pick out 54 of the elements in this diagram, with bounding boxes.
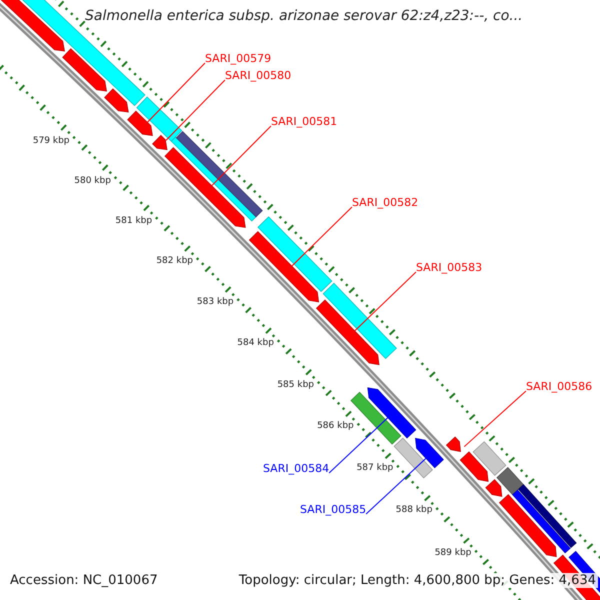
scale-label: 580 kbp <box>74 176 111 186</box>
scale-label: 583 kbp <box>196 297 234 308</box>
gene-block <box>127 110 153 136</box>
leader-line <box>146 62 206 123</box>
gene-label: SARI_00585 <box>300 503 366 516</box>
gene-block <box>62 48 107 92</box>
diagram-title: Salmonella enterica subsp. arizonae serovar 62:z4,z23:--, co... <box>85 8 523 24</box>
gene-label: SARI_00584 <box>263 462 330 475</box>
leader-line <box>464 390 526 448</box>
gene-block <box>248 231 320 302</box>
gene-label: SARI_00586 <box>526 380 592 393</box>
gene-bar <box>136 96 182 142</box>
scale-label: 589 kbp <box>434 548 472 558</box>
scale-label: 579 kbp <box>32 136 70 146</box>
gene-bar <box>472 441 506 476</box>
gene-block <box>485 479 502 497</box>
gene-bar <box>394 438 433 478</box>
scale-label: 585 kbp <box>277 380 314 390</box>
gene-bar <box>176 130 263 218</box>
leader-line <box>354 272 416 332</box>
gene-bar <box>257 216 332 292</box>
gene-label: SARI_00579 <box>205 52 272 65</box>
leader-line <box>328 417 388 474</box>
gene-block <box>415 438 444 468</box>
gene-bar <box>512 490 571 554</box>
gene-label: SARI_00582 <box>352 196 418 209</box>
leader-line <box>366 458 426 514</box>
scale-label: 584 kbp <box>237 338 274 348</box>
gene-block <box>152 134 168 150</box>
gene-block <box>460 451 489 482</box>
gene-block <box>553 554 600 600</box>
leader-line <box>211 126 272 186</box>
gene-block <box>498 494 557 558</box>
gene-bar <box>496 466 524 496</box>
scale-label: 581 kbp <box>115 216 152 226</box>
scale-label: 586 kbp <box>317 421 354 432</box>
scale-label: 582 kbp <box>156 256 193 266</box>
gene-block <box>164 147 246 228</box>
leader-line <box>291 206 352 266</box>
genome-summary-text: Topology: circular; Length: 4,600,800 bp; Genes: 4,634 <box>236 573 598 588</box>
gene-block <box>104 88 129 112</box>
accession-text: Accession: NC_010067 <box>8 573 160 588</box>
gene-bar <box>170 136 256 222</box>
gene-block <box>316 299 380 366</box>
scale-label: 587 kbp <box>356 463 394 474</box>
gene-bar <box>322 282 397 360</box>
gene-label: SARI_00580 <box>225 69 292 82</box>
gene-label: SARI_00583 <box>416 261 482 274</box>
gene-label: SARI_00581 <box>271 115 338 128</box>
scale-label: 588 kbp <box>396 505 432 516</box>
leader-line <box>166 80 226 141</box>
gene-bar <box>518 484 577 548</box>
gene-block <box>367 387 416 439</box>
gene-block <box>0 0 65 52</box>
